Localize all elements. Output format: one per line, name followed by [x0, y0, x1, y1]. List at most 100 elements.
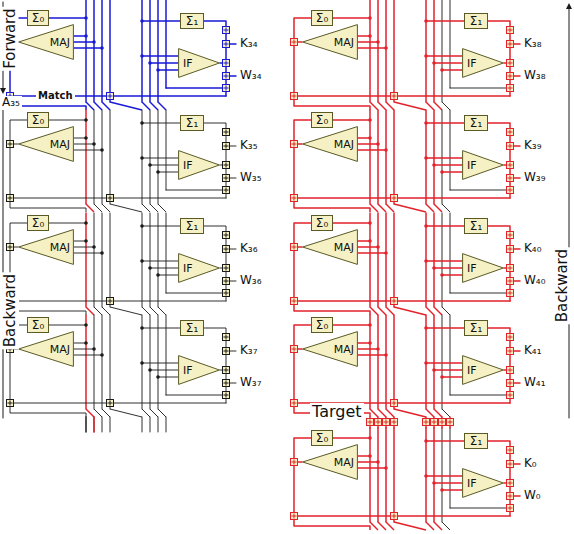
adder-symbol	[291, 459, 298, 466]
adder-symbol	[223, 175, 230, 182]
wire	[150, 165, 178, 166]
wire	[166, 293, 222, 294]
gate-label: IF	[183, 57, 193, 70]
wire	[220, 370, 222, 371]
gate-shape	[179, 356, 220, 385]
adder-symbol	[508, 368, 513, 373]
wire	[110, 213, 111, 307]
wire	[369, 315, 371, 409]
wire	[433, 110, 435, 204]
adder-symbol	[392, 420, 397, 425]
gate-label: IF	[467, 159, 477, 172]
wire	[230, 75, 236, 77]
adder-symbol	[223, 246, 230, 253]
wire	[514, 463, 520, 465]
wire	[49, 120, 86, 121]
adder-symbol	[432, 420, 437, 425]
wire	[142, 417, 143, 432]
gate-shape	[19, 127, 74, 162]
if-gate: IF	[462, 468, 504, 498]
adder-symbol	[7, 141, 14, 148]
wire	[220, 165, 222, 166]
adder-symbol	[223, 334, 230, 341]
wire	[394, 522, 426, 530]
junction-dot	[140, 19, 144, 23]
wire	[514, 350, 520, 352]
junction-dot	[368, 341, 372, 345]
if-gate: IF	[178, 355, 220, 385]
wire	[230, 178, 236, 179]
wire	[94, 409, 102, 417]
wire	[294, 438, 311, 458]
adder-symbol	[224, 74, 229, 79]
wire	[385, 0, 387, 102]
junction-dot	[84, 239, 88, 243]
adder-symbol	[375, 419, 382, 426]
junction-dot	[424, 474, 428, 478]
gate-shape	[463, 151, 504, 180]
function-box: Σ₁	[180, 13, 204, 29]
adder-symbol	[223, 380, 230, 387]
wire	[230, 43, 236, 45]
wire	[14, 198, 226, 199]
junction-dot	[92, 142, 96, 146]
junction-dot	[140, 259, 144, 263]
adder-symbol	[507, 290, 514, 297]
junction-dot	[376, 460, 380, 464]
wire	[370, 409, 378, 417]
wire	[426, 327, 464, 329]
wire	[514, 495, 520, 497]
wire	[85, 0, 87, 102]
junction-dot	[100, 46, 104, 50]
adder-symbol	[508, 279, 513, 284]
wire	[294, 18, 311, 38]
function-box: Σ₁	[464, 218, 488, 234]
adder-symbol	[508, 506, 513, 511]
wire	[230, 249, 236, 250]
gate-shape	[19, 230, 74, 265]
wire	[158, 377, 178, 378]
wire	[150, 417, 151, 432]
wire	[442, 376, 462, 378]
wire	[514, 145, 520, 147]
wire	[385, 110, 387, 204]
gate-label: Σ₁	[186, 116, 198, 130]
wire	[150, 102, 158, 110]
wire	[74, 138, 86, 139]
signal-label: W₃₅	[238, 171, 264, 185]
wire	[142, 226, 180, 227]
wire	[142, 204, 150, 212]
wire	[150, 204, 158, 212]
wire	[10, 223, 27, 243]
junction-dot	[384, 148, 388, 152]
wire	[514, 280, 520, 282]
adder-symbol	[391, 419, 398, 426]
wire	[377, 213, 379, 307]
wire	[94, 102, 102, 110]
wire	[377, 110, 379, 204]
direction-label: Backward	[554, 246, 571, 323]
signal-label: A₃₅	[0, 96, 22, 110]
wire	[426, 440, 464, 442]
adder-symbol	[447, 419, 454, 426]
wire	[370, 522, 378, 530]
junction-dot	[432, 163, 436, 167]
adder-symbol	[391, 195, 398, 202]
wire	[450, 395, 506, 396]
wire	[293, 251, 295, 297]
gate-label: Σ₀	[32, 113, 44, 127]
wire	[74, 35, 86, 37]
junction-dot	[140, 224, 144, 228]
wire	[166, 87, 222, 89]
gate-label: Σ₁	[186, 219, 198, 233]
wire	[370, 307, 378, 315]
wire	[85, 417, 87, 432]
adder-symbol	[367, 419, 374, 426]
adder-symbol	[291, 39, 298, 46]
wire	[426, 362, 462, 364]
wire	[358, 354, 386, 356]
wire	[298, 95, 510, 97]
function-box: Σ₀	[311, 430, 333, 446]
adder-symbol	[508, 247, 513, 252]
wire	[488, 441, 510, 446]
